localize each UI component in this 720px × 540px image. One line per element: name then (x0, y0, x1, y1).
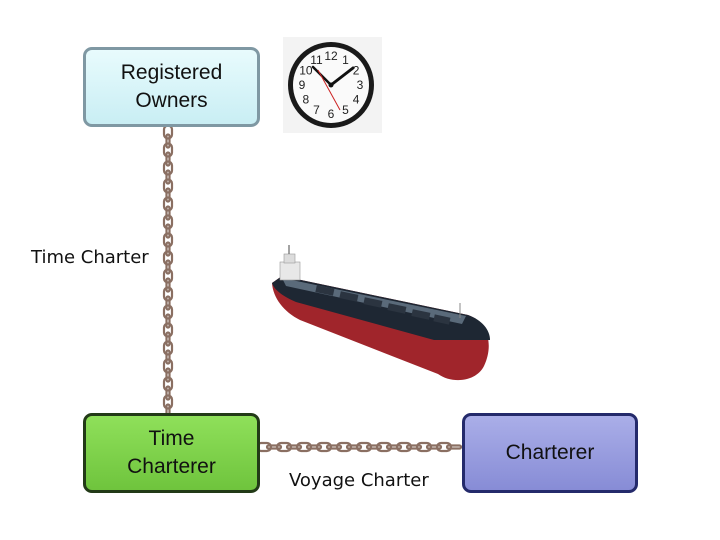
chain-link (162, 268, 174, 284)
chain-link (285, 444, 303, 450)
chain-link (165, 223, 171, 239)
chain-link (315, 441, 333, 453)
chain-link (162, 250, 174, 266)
clock-numeral: 9 (299, 78, 306, 92)
chain-link (335, 441, 353, 453)
chain-link (435, 441, 453, 453)
clock-hour-hand (329, 66, 355, 87)
chain-link (395, 441, 413, 453)
time-charterer-node: Time Charterer (83, 413, 260, 493)
chain-link (165, 367, 171, 383)
chain-link (162, 124, 174, 140)
chain-link (162, 322, 174, 338)
ship-icon (272, 245, 490, 381)
registered-owners-label: Registered Owners (120, 61, 223, 112)
time-charter-chain (162, 124, 174, 419)
clock-numeral: 10 (299, 64, 313, 78)
chain-link (345, 444, 363, 450)
chain-link (162, 160, 174, 176)
time-charterer-label: Time Charterer (127, 427, 216, 478)
chain-link (165, 241, 171, 257)
chain-link (385, 444, 403, 450)
chain-link (165, 187, 171, 203)
clock-numeral: 4 (353, 93, 360, 107)
chain-link (165, 133, 171, 149)
chain-link (162, 178, 174, 194)
chain-link (325, 444, 343, 450)
clock-numeral: 11 (310, 53, 323, 67)
chain-link (162, 286, 174, 302)
chain-link (165, 385, 171, 401)
clock-second-hand (317, 69, 341, 111)
chain-link (165, 295, 171, 311)
chain-link (295, 441, 313, 453)
chain-link (425, 444, 443, 450)
voyage-charter-label: Voyage Charter (289, 470, 429, 491)
chain-link (165, 331, 171, 347)
chain-link (355, 441, 373, 453)
clock-minute-hand (311, 65, 333, 87)
clock-numeral: 7 (313, 103, 320, 117)
chain-link (165, 349, 171, 365)
charterer-node: Charterer (462, 413, 638, 493)
chain-link (162, 196, 174, 212)
charterer-label: Charterer (505, 441, 595, 464)
chain-link (445, 444, 463, 450)
voyage-charter-chain (255, 441, 463, 453)
chain-link (265, 444, 283, 450)
chain-link (162, 232, 174, 248)
chain-link (165, 151, 171, 167)
chain-link (165, 259, 171, 275)
chain-link (162, 142, 174, 158)
chain-link (165, 205, 171, 221)
time-charter-label: Time Charter (31, 247, 149, 268)
chain-link (415, 441, 433, 453)
chain-link (165, 169, 171, 185)
chain-link (162, 340, 174, 356)
clock-numeral: 2 (353, 64, 360, 78)
chain-link (165, 313, 171, 329)
clock-numeral: 1 (342, 53, 349, 67)
chain-link (162, 376, 174, 392)
chain-link (162, 304, 174, 320)
clock-numeral: 12 (324, 49, 338, 63)
chain-link (405, 444, 423, 450)
chain-link (162, 394, 174, 410)
registered-owners-node: Registered Owners (83, 47, 260, 127)
clock-numeral: 5 (342, 103, 349, 117)
chain-link (375, 441, 393, 453)
chain-link (162, 358, 174, 374)
chain-link (365, 444, 383, 450)
chain-link (275, 441, 293, 453)
chain-link (162, 214, 174, 230)
clock-numeral: 6 (328, 107, 335, 121)
clock-numeral: 8 (303, 93, 310, 107)
chain-link (305, 444, 323, 450)
clock-numeral: 3 (357, 78, 364, 92)
chain-link (165, 277, 171, 293)
